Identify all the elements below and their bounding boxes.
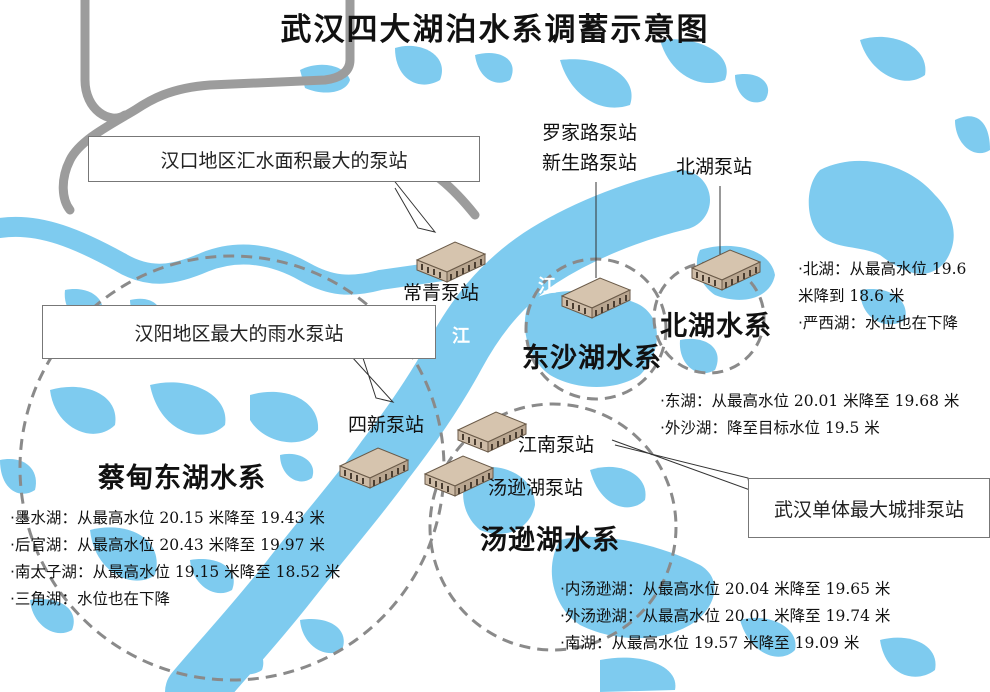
lake <box>150 382 226 435</box>
lake <box>590 466 646 508</box>
lake <box>0 459 36 494</box>
lake <box>600 657 676 692</box>
info-item: ·外沙湖：降至目标水位 19.5 米 <box>660 419 880 437</box>
lake <box>300 619 344 654</box>
lake-donghu <box>524 290 657 388</box>
river-label-chang: 长 <box>376 516 394 537</box>
info-item: ·墨水湖：从最高水位 20.15 米降至 19.43 米 <box>10 509 325 527</box>
han-river <box>0 216 460 295</box>
station-xinshenglu: 新生路泵站 <box>542 152 638 174</box>
river-label-han-jiang: 江 <box>452 326 470 347</box>
system-beihu: 北湖水系 <box>660 311 772 342</box>
lake <box>560 59 632 108</box>
lake <box>955 116 990 154</box>
lake <box>50 386 116 434</box>
lake-moshuihu <box>250 391 319 443</box>
callout-hanyang: 汉阳地区最大的雨水泵站 <box>42 305 436 359</box>
info-item: ·严西湖：水位也在下降 <box>798 314 958 332</box>
lake <box>395 45 442 85</box>
callout-hankou: 汉口地区汇水面积最大的泵站 <box>88 136 480 182</box>
leader-lines <box>351 177 751 491</box>
lake <box>190 559 234 594</box>
info-item: ·东湖：从最高水位 20.01 米降至 19.68 米 <box>660 392 960 410</box>
lake <box>30 599 74 634</box>
lake <box>679 338 718 374</box>
info-item: ·后官湖：从最高水位 20.43 米降至 19.97 米 <box>10 536 325 554</box>
info-item: ·三角湖：水位也在下降 <box>10 590 170 608</box>
lake <box>740 617 796 657</box>
lake <box>735 74 769 103</box>
station-tangxunhu: 汤逊湖泵站 <box>488 477 584 499</box>
lake <box>880 637 936 677</box>
info-caidianhu: ·墨水湖：从最高水位 20.15 米降至 19.43 米 ·后官湖：从最高水位 … <box>10 505 355 613</box>
system-tangxunhu: 汤逊湖水系 <box>480 525 620 556</box>
lake <box>860 36 926 81</box>
system-dongshahu: 东沙湖水系 <box>522 343 662 374</box>
lake <box>280 453 314 482</box>
station-luojialu: 罗家路泵站 <box>542 122 638 144</box>
system-caidianhu: 蔡甸东湖水系 <box>98 463 266 494</box>
lake <box>860 289 906 325</box>
info-item: ·外汤逊湖：从最高水位 20.01 米降至 19.74 米 <box>560 607 891 625</box>
info-tangxunhu: ·内汤逊湖：从最高水位 20.04 米降至 19.65 米 ·外汤逊湖：从最高水… <box>560 576 890 657</box>
pump-station-house-icon <box>457 411 527 453</box>
lake-tangxunhu <box>551 536 715 639</box>
info-item: ·北湖：从最高水位 19.6 米降到 18.6 米 <box>798 260 967 305</box>
station-changqing: 常青泵站 <box>403 282 480 304</box>
yangtze-river <box>165 170 710 692</box>
page-title: 武汉四大湖泊水系调蓄示意图 <box>280 12 710 48</box>
info-beihu: ·北湖：从最高水位 19.6 米降到 18.6 米 ·严西湖：水位也在下降 <box>798 256 986 337</box>
lake <box>475 52 513 83</box>
circle-tangxunhu <box>428 402 678 652</box>
station-sixin: 四新泵站 <box>348 414 425 436</box>
lake <box>660 39 727 84</box>
river-label-han: 汉 <box>230 276 248 297</box>
river-label-chang-jiang: 江 <box>538 276 556 297</box>
info-item: ·南湖：从最高水位 19.57 米降至 19.09 米 <box>560 634 860 652</box>
info-item: ·南太子湖：从最高水位 19.15 米降至 18.52 米 <box>10 563 341 581</box>
info-item: ·内汤逊湖：从最高水位 20.04 米降至 19.65 米 <box>560 580 891 598</box>
info-dongshahu: ·东湖：从最高水位 20.01 米降至 19.68 米 ·外沙湖：降至目标水位 … <box>660 388 959 442</box>
station-beihu: 北湖泵站 <box>676 156 753 178</box>
station-jiangnan: 江南泵站 <box>518 434 595 456</box>
callout-wuhan: 武汉单体最大城排泵站 <box>748 478 990 538</box>
lake-yanxihu <box>808 160 954 274</box>
lake <box>90 527 157 581</box>
